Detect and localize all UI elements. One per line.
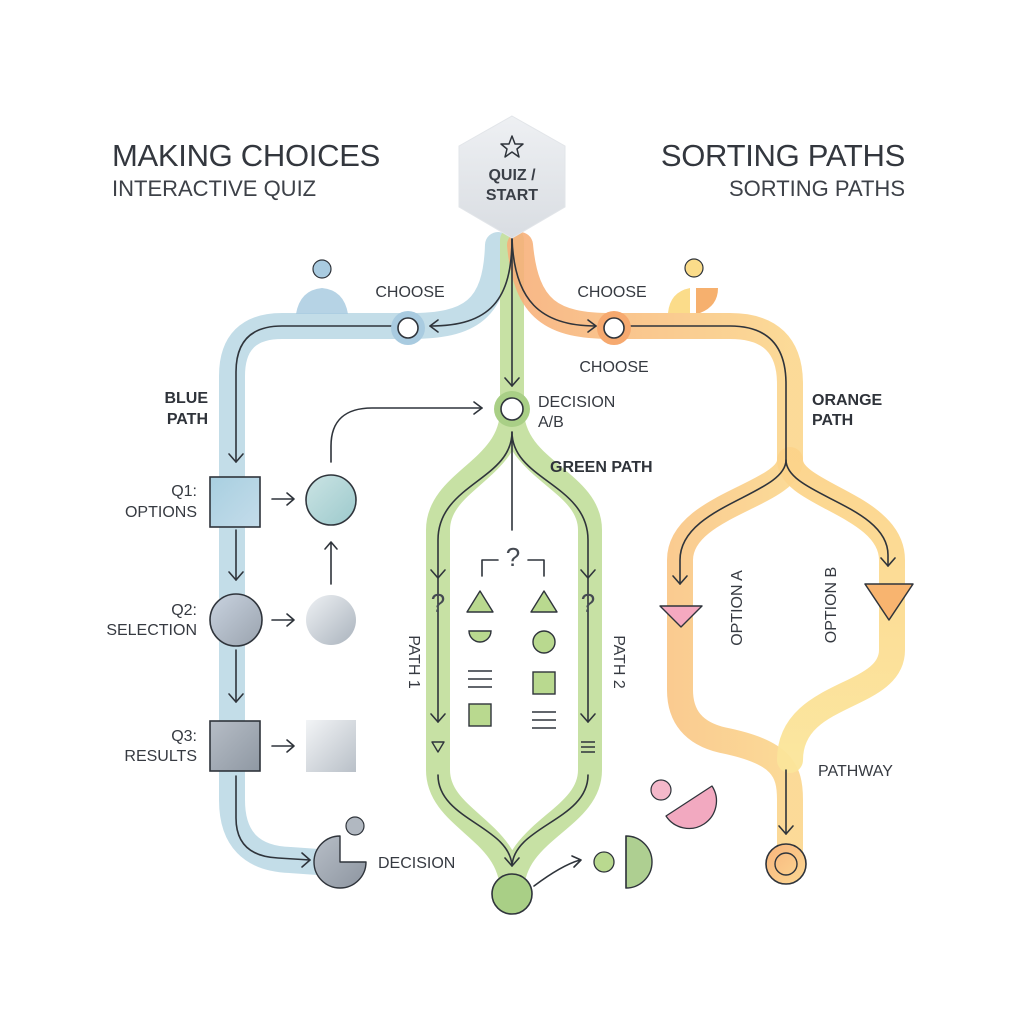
svg-text:Q3:: Q3: (171, 728, 197, 745)
q1-square (209, 476, 261, 528)
start-node: QUIZ / START (458, 115, 566, 239)
blue-step-q3: Q3: RESULTS (124, 720, 356, 772)
right-heading-subtitle: SORTING PATHS (729, 176, 905, 201)
small-menu-icon (581, 741, 595, 753)
choose-label-right-top: CHOOSE (577, 284, 646, 301)
blue-end-decision: DECISION (313, 816, 455, 889)
orange-path-label: ORANGE PATH (812, 392, 883, 429)
choose-node-right: CHOOSE CHOOSE (577, 284, 648, 376)
svg-text:PATH: PATH (167, 411, 208, 428)
svg-text:PATH: PATH (812, 412, 853, 429)
option-a-label: OPTION A (729, 570, 746, 646)
q2-result-circle (306, 595, 356, 645)
left-heading-title: MAKING CHOICES (112, 138, 380, 173)
question-mark-left: ? (431, 588, 445, 618)
question-mark-right: ? (581, 588, 595, 618)
svg-text:BLUE: BLUE (164, 390, 208, 407)
person-icon-orange (668, 258, 718, 313)
green-path-label: GREEN PATH (550, 459, 653, 476)
svg-text:Q2:: Q2: (171, 602, 197, 619)
start-hexagon (458, 115, 566, 239)
right-heading-title: SORTING PATHS (661, 138, 905, 173)
option-b-label: OPTION B (823, 567, 840, 643)
path-2-label: PATH 2 (610, 635, 627, 689)
left-heading: MAKING CHOICES INTERACTIVE QUIZ (112, 138, 380, 201)
choose-label-right-bottom: CHOOSE (579, 359, 648, 376)
blue-path-label: BLUE PATH (164, 390, 208, 428)
q1-result-circle (305, 474, 357, 526)
svg-text:OPTIONS: OPTIONS (125, 504, 197, 521)
orange-path-band (507, 232, 803, 875)
square-icon (532, 671, 556, 695)
svg-text:SELECTION: SELECTION (106, 622, 197, 639)
left-heading-subtitle: INTERACTIVE QUIZ (112, 176, 316, 201)
person-icon-blue (296, 259, 348, 314)
pathway-label: PATHWAY (818, 763, 893, 780)
star-icon (500, 135, 524, 158)
green-end-node (491, 835, 653, 915)
svg-text:DECISION: DECISION (538, 394, 615, 411)
green-branch-1-shapes (431, 590, 494, 753)
half-circle-icon (468, 630, 492, 643)
half-circle-green-icon (625, 835, 653, 889)
pink-half-circle-icon (665, 785, 718, 830)
small-triangle-icon (431, 741, 445, 753)
circle-icon (532, 630, 556, 654)
blue-step-q1: Q1: OPTIONS (125, 474, 357, 528)
green-path-band-loop (426, 398, 602, 904)
svg-text:Q1:: Q1: (171, 483, 197, 500)
blue-step-q2: Q2: SELECTION (106, 593, 356, 647)
pink-shapes (650, 779, 718, 830)
choose-label-left: CHOOSE (375, 284, 444, 301)
blue-path-band (219, 232, 511, 875)
question-mark-top: ? (506, 542, 520, 572)
q3-result-square (306, 720, 356, 772)
orange-end-node (765, 843, 807, 885)
pie-icon (313, 835, 367, 889)
triangle-icon (530, 590, 558, 613)
yellow-path-band (777, 447, 905, 773)
path-1-label: PATH 1 (405, 635, 422, 689)
svg-text:RESULTS: RESULTS (124, 748, 197, 765)
flow-lines (228, 237, 896, 887)
svg-text:A/B: A/B (538, 414, 564, 431)
right-heading: SORTING PATHS SORTING PATHS (661, 138, 905, 201)
q2-circle (209, 593, 263, 647)
green-decision-node: DECISION A/B (494, 391, 615, 431)
start-label-line2: START (486, 187, 538, 204)
option-a-triangle (659, 605, 703, 628)
blue-end-label: DECISION (378, 855, 455, 872)
option-b-triangle (864, 583, 914, 621)
start-label-line1: QUIZ / (488, 167, 536, 184)
green-branch-2-shapes (530, 590, 595, 753)
menu-icon (532, 711, 556, 729)
q3-square (209, 720, 261, 772)
menu-icon (468, 670, 492, 688)
svg-text:ORANGE: ORANGE (812, 392, 883, 409)
triangle-icon (466, 590, 494, 613)
square-icon (468, 703, 492, 727)
small-green-circle (593, 851, 615, 873)
choose-node-left: CHOOSE (375, 284, 445, 345)
